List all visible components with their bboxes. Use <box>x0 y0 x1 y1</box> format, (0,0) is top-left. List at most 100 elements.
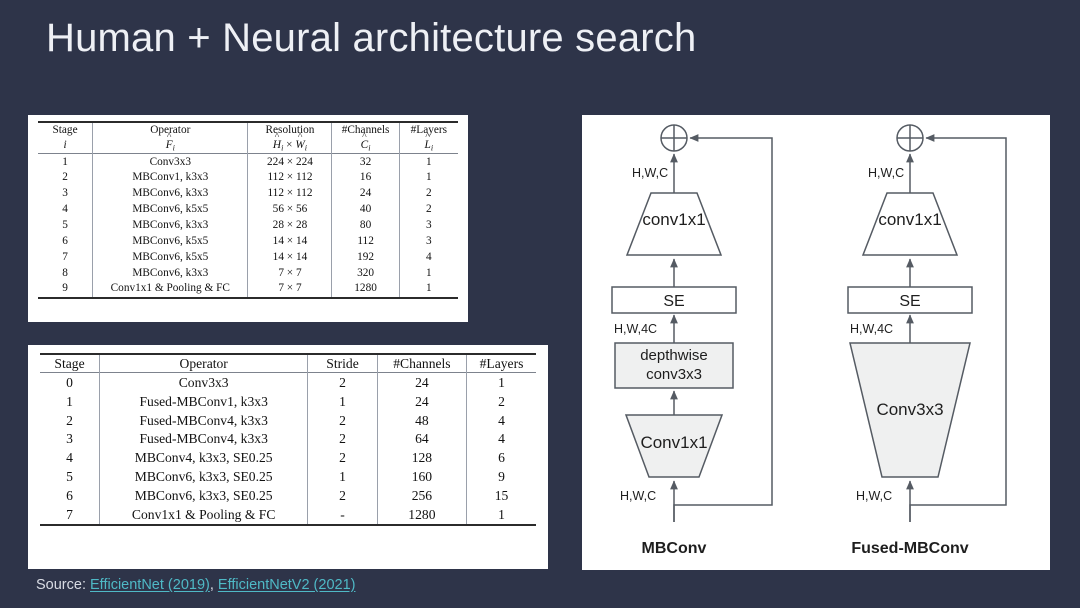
source-separator: , <box>209 577 214 593</box>
cell-channels: 192 <box>331 249 400 266</box>
fused-tensor-label-top: H,W,C <box>868 166 904 180</box>
source-link-efficientnet[interactable]: EfficientNet (2019) <box>90 577 210 593</box>
col-header-layers: #Layers <box>398 121 458 138</box>
cell-channels: 112 <box>331 233 400 250</box>
cell-stage: 0 <box>40 372 100 393</box>
se-block <box>611 286 737 314</box>
mbconv-depthwise-label-1: depthwise <box>640 347 708 364</box>
cell-layers: 2 <box>398 201 458 218</box>
cell-stride: 2 <box>307 372 378 393</box>
cell-layers: 9 <box>466 467 536 487</box>
conv1x1-top-block <box>625 192 723 256</box>
cell-resolution: 14 × 14 <box>247 249 332 266</box>
cell-stage: 3 <box>62 187 68 200</box>
cell-operator: Fused-MBConv1, k3x3 <box>99 392 308 411</box>
efficientnetv2-table: Stage Operator Stride #Channels #Layers … <box>40 353 536 527</box>
cell-operator: Conv3x3 <box>99 372 308 393</box>
cell-operator: MBConv6, k5x5 <box>92 201 248 218</box>
col-header-stage: Stage <box>40 353 100 373</box>
cell-channels: 24 <box>376 372 467 393</box>
cell-layers: 3 <box>398 217 458 234</box>
fused-se-label: SE <box>899 293 920 310</box>
mbconv-tensor-label-bottom: H,W,C <box>620 489 656 503</box>
cell-operator: Fused-MBConv4, k3x3 <box>99 410 308 430</box>
efficientnet-table-card: Stage Operator Resolution #Channels #Lay… <box>28 115 468 322</box>
cell-layers: 1 <box>398 265 458 281</box>
cell-operator: Conv1x1 & Pooling & FC <box>99 505 308 527</box>
source-link-efficientnetv2[interactable]: EfficientNetV2 (2021) <box>217 577 356 593</box>
cell-stride: 1 <box>307 392 378 411</box>
cell-resolution: 7 × 7 <box>247 265 332 281</box>
col-header-channels: #Channels <box>376 353 467 373</box>
cell-stage: 4 <box>62 203 68 216</box>
cell-resolution: 14 × 14 <box>247 233 332 250</box>
cell-resolution: 112 × 112 <box>247 169 332 186</box>
cell-layers: 1 <box>466 505 536 527</box>
cell-operator: MBConv6, k5x5 <box>92 233 248 250</box>
cell-channels: 1280 <box>331 280 400 299</box>
subheader-channels-symbol: ^Ci <box>331 131 400 154</box>
cell-stride: 2 <box>307 486 378 506</box>
fused-tensor-label-mid: H,W,4C <box>850 322 893 336</box>
cell-channels: 24 <box>376 392 467 411</box>
cell-resolution: 56 × 56 <box>247 201 332 218</box>
cell-layers: 2 <box>398 185 458 202</box>
cell-operator: MBConv4, k3x3, SE0.25 <box>99 448 308 468</box>
table-subheader-row: i ^Fi ^Hi × ^Wi ^Ci ^Li <box>38 131 458 154</box>
col-header-stage: Stage <box>38 121 93 138</box>
cell-resolution: 7 × 7 <box>247 280 332 299</box>
efficientnetv2-table-card: Stage Operator Stride #Channels #Layers … <box>28 345 548 569</box>
mbconv-tensor-label-top: H,W,C <box>632 166 668 180</box>
cell-layers: 3 <box>398 233 458 250</box>
mbconv-diagram <box>611 124 773 522</box>
fused-conv1x1-top-label: conv1x1 <box>878 210 941 229</box>
cell-layers: 2 <box>466 392 536 411</box>
col-header-operator: Operator <box>99 353 308 373</box>
se-block <box>847 286 973 314</box>
mbconv-conv1x1-bottom-label: Conv1x1 <box>640 433 707 452</box>
cell-stage: 2 <box>66 412 73 428</box>
mbconv-tensor-label-mid: H,W,4C <box>614 322 657 336</box>
cell-channels: 80 <box>331 217 400 234</box>
cell-channels: 24 <box>331 185 400 202</box>
cell-channels: 128 <box>376 448 467 468</box>
cell-layers: 6 <box>466 448 536 468</box>
cell-stride: 2 <box>307 448 378 468</box>
conv1x1-top-block <box>861 192 959 256</box>
depthwise-conv3x3-block <box>614 342 734 389</box>
cell-layers: 1 <box>398 280 458 299</box>
col-header-resolution: Resolution <box>247 121 332 138</box>
mbconv-conv1x1-top-label: conv1x1 <box>642 210 705 229</box>
cell-stage: 2 <box>62 171 68 184</box>
conv3x3-block <box>849 342 971 478</box>
cell-stride: - <box>307 505 378 527</box>
cell-channels: 16 <box>331 169 400 186</box>
table-header-row: Stage Operator Stride #Channels #Layers <box>40 353 536 373</box>
cell-stage: 7 <box>62 250 68 263</box>
cell-channels: 64 <box>376 429 467 449</box>
cell-operator: MBConv6, k5x5 <box>92 249 248 266</box>
cell-channels: 32 <box>331 153 400 170</box>
fused-mbconv-diagram <box>847 124 1007 522</box>
source-label: Source: <box>36 577 86 593</box>
cell-stride: 1 <box>307 467 378 487</box>
source-line: Source: EfficientNet (2019), EfficientNe… <box>36 577 355 593</box>
cell-stage: 5 <box>62 219 68 232</box>
cell-channels: 160 <box>376 467 467 487</box>
mbconv-se-label: SE <box>663 293 684 310</box>
architecture-diagram-card: conv1x1 SE depthwise conv3x3 Conv1x1 H,W… <box>582 115 1050 570</box>
cell-stage: 1 <box>66 393 73 409</box>
subheader-operator-symbol: ^Fi <box>92 131 248 154</box>
subheader-resolution-symbol: ^Hi × ^Wi <box>247 131 332 154</box>
page-title: Human + Neural architecture search <box>46 16 697 60</box>
